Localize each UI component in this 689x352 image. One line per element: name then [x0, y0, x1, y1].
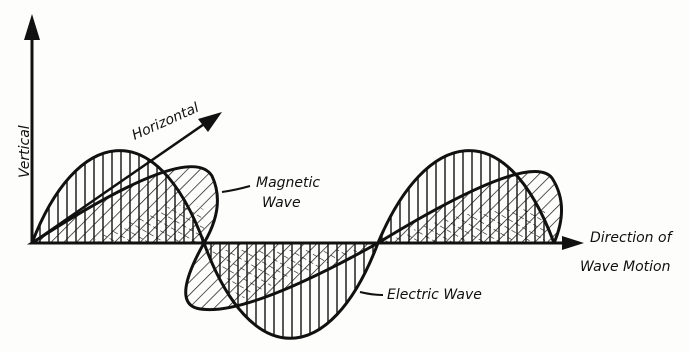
direction-axis-arrowhead [562, 236, 584, 250]
electric-lobe-1 [32, 151, 204, 243]
magnetic-wave-label-line2: Wave [262, 196, 301, 210]
vertical-axis-arrowhead [24, 14, 40, 40]
electric-wave-label: Electric Wave [387, 288, 482, 302]
electric-leader [360, 292, 383, 295]
electric-lobe-3 [378, 151, 554, 243]
vertical-label: Vertical [18, 125, 32, 178]
magnetic-leader [222, 186, 250, 192]
direction-label-line2: Wave Motion [580, 260, 670, 274]
horizontal-axis-arrowhead [198, 112, 222, 132]
direction-label-line1: Direction of [590, 231, 672, 245]
electric-lobe-2 [204, 243, 378, 338]
magnetic-wave-label-line1: Magnetic [256, 176, 320, 190]
